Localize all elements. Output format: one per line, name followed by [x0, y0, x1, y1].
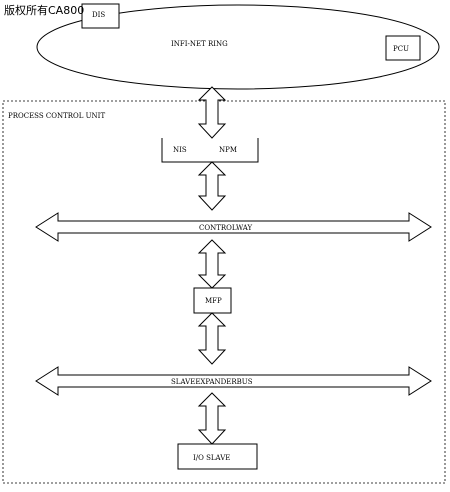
pcu-box[interactable] [385, 35, 421, 61]
unit-label: PROCESS CONTROL UNIT [8, 112, 105, 120]
dis-label: DIS [92, 11, 105, 19]
mfp-label: MFP [205, 297, 222, 305]
io-slave-box[interactable] [177, 443, 258, 470]
infinet-ring [36, 4, 440, 90]
slave-bus-label: SLAVEEXPANDERBUS [171, 378, 253, 386]
pcu-label: PCU [393, 45, 409, 53]
io-slave-label: I/O SLAVE [193, 454, 230, 462]
watermark: 版权所有CA800 [4, 4, 85, 17]
arrow-nis-to-controlway [197, 161, 227, 211]
nis-label: NIS [173, 146, 187, 154]
ring-label: INFI-NET RING [171, 40, 228, 48]
arrow-slave-bus-to-io [197, 392, 227, 445]
controlway-label: CONTROLWAY [199, 224, 253, 232]
process-control-unit-boundary [2, 100, 446, 484]
arrow-controlway-to-mfp [197, 239, 227, 289]
dis-box[interactable] [81, 3, 120, 29]
slave-expander-bus [35, 366, 432, 396]
mfp-box[interactable] [193, 287, 232, 314]
nis-npm-bracket [161, 138, 259, 163]
arrow-mfp-to-slave-bus [197, 312, 227, 365]
npm-label: NPM [219, 146, 237, 154]
arrow-ring-to-nis [197, 86, 227, 139]
controlway-bus [35, 212, 432, 242]
